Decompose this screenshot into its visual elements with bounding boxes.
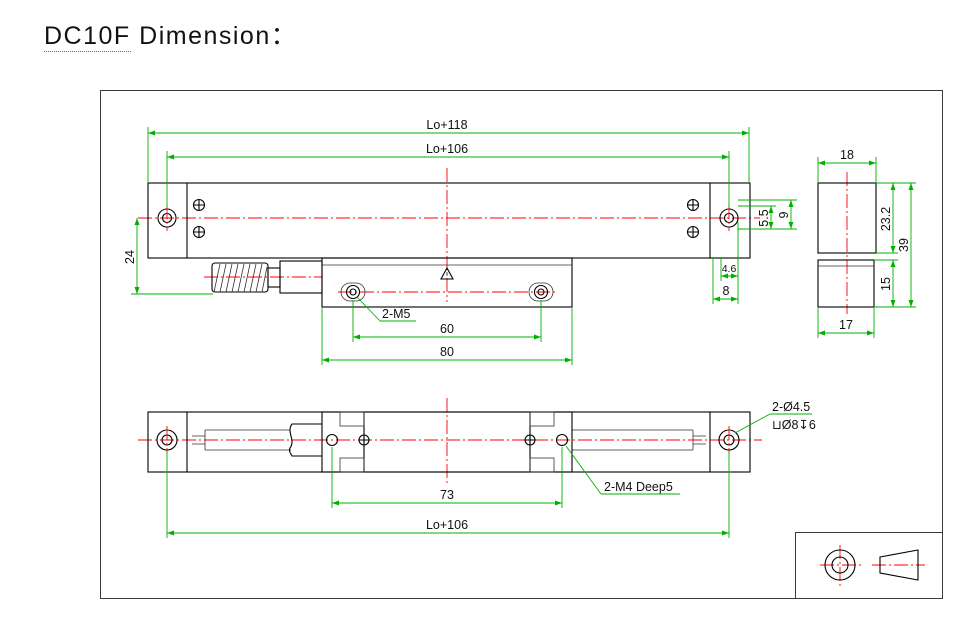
reading-head-notch bbox=[529, 457, 555, 473]
projection-inner-circle bbox=[831, 556, 849, 574]
projection-symbol-icon bbox=[820, 545, 925, 586]
dimension-text: 60 bbox=[440, 322, 454, 336]
leader-text: 2-M4 Deep5 bbox=[604, 480, 673, 494]
leader-head-thread: 2-M5 bbox=[356, 296, 416, 322]
screw-cross bbox=[525, 435, 535, 445]
cable-sleeve bbox=[279, 260, 323, 294]
dimension-head-hole-pitch-bottom: 73 bbox=[331, 447, 563, 508]
dimension-head-width: 17 bbox=[817, 307, 875, 338]
warning-triangle-icon bbox=[440, 266, 454, 280]
screw bbox=[686, 225, 700, 239]
screw-cross bbox=[193, 199, 205, 211]
screw bbox=[192, 198, 206, 212]
dimension-text: Lo+106 bbox=[426, 142, 468, 156]
dimension-head-hole-pitch: 60 bbox=[352, 300, 542, 342]
dimension-screw-spacing: 5.5 9 bbox=[738, 199, 797, 230]
cable bbox=[204, 260, 323, 294]
bottom-view: 2-Ø4.5 ⊔Ø8↧6 2-M4 Deep5 73 Lo+106 bbox=[138, 398, 816, 538]
screw bbox=[686, 198, 700, 212]
dimension-text: 23.2 bbox=[879, 207, 893, 231]
dimension-text: 4.6 bbox=[722, 263, 737, 275]
cable-sleeve-break bbox=[288, 423, 322, 457]
leader-line bbox=[565, 445, 602, 495]
reading-head-hole bbox=[533, 284, 549, 300]
screw-cross bbox=[193, 226, 205, 238]
dimension-text: 15 bbox=[879, 277, 893, 291]
model-name: DC10F bbox=[44, 22, 131, 52]
leader-text: 2-Ø4.5 bbox=[772, 400, 810, 414]
dimension-text: 80 bbox=[440, 345, 454, 359]
leader-text: 2-M5 bbox=[382, 307, 411, 321]
dimension-scale-width: 18 bbox=[817, 148, 877, 183]
title-label: Dimension： bbox=[139, 22, 298, 50]
reading-head-bottom bbox=[321, 411, 573, 473]
dimension-text: 73 bbox=[440, 488, 454, 502]
m4-thread-hole bbox=[555, 433, 569, 447]
dimension-text: Lo+118 bbox=[426, 118, 467, 132]
dimension-text: 5.5 bbox=[757, 209, 771, 226]
leader-line bbox=[734, 413, 771, 434]
right-rail-lines bbox=[572, 429, 706, 451]
dimension-text: 39 bbox=[897, 238, 911, 252]
drawing-frame bbox=[100, 90, 943, 599]
projection-outer-circle bbox=[824, 549, 856, 581]
reading-head-bottom-outline bbox=[321, 411, 573, 473]
cable-spring-coils bbox=[213, 263, 268, 293]
leader-line bbox=[356, 296, 381, 322]
dimension-text: 9 bbox=[777, 211, 791, 218]
leader-hole-note: 2-Ø4.5 ⊔Ø8↧6 bbox=[734, 400, 816, 434]
reading-head-notch bbox=[529, 411, 555, 427]
dimension-head-offset: 24 bbox=[123, 218, 213, 295]
title-block bbox=[795, 532, 943, 598]
scale-bottom-outline bbox=[147, 411, 751, 473]
left-mounting-hole bbox=[157, 205, 177, 231]
screw bbox=[192, 225, 206, 239]
dimension-text: Lo+106 bbox=[426, 518, 468, 532]
scale-profile-outline bbox=[817, 182, 877, 254]
dimension-text: 24 bbox=[123, 250, 137, 264]
left-rail-lines bbox=[192, 429, 291, 451]
dimension-heights: 23.2 15 39 bbox=[874, 182, 916, 308]
dimension-mounting-hole-pitch: Lo+106 bbox=[166, 142, 730, 208]
reading-head-profile-outline bbox=[817, 259, 875, 308]
dimension-end-offset: 4.6 8 bbox=[712, 222, 739, 304]
front-view: Lo+118 Lo+106 24 5.5 9 bbox=[123, 118, 797, 365]
screw-cross bbox=[687, 199, 699, 211]
reading-head-notch bbox=[339, 411, 365, 427]
reading-head-notch bbox=[339, 457, 365, 473]
left-counterbore-hole bbox=[156, 426, 178, 454]
right-mounting-hole bbox=[719, 205, 739, 231]
title-block-border bbox=[795, 532, 943, 598]
cable-connector bbox=[267, 267, 281, 288]
side-view: 18 17 23.2 15 39 bbox=[817, 148, 916, 338]
reading-head-hole bbox=[345, 284, 361, 300]
cable-spring-outline bbox=[211, 262, 269, 293]
scale-body-outline bbox=[147, 182, 751, 259]
reading-head-hole-inner bbox=[349, 288, 357, 296]
right-counterbore-hole bbox=[718, 426, 740, 454]
reading-head-hole-inner bbox=[537, 288, 545, 296]
m4-thread-hole bbox=[325, 433, 339, 447]
leader-head-thread-bottom: 2-M4 Deep5 bbox=[565, 445, 680, 495]
dimension-head-length: 80 bbox=[321, 307, 573, 365]
dimension-overall-length: Lo+118 bbox=[147, 118, 750, 183]
screw-cross bbox=[359, 435, 369, 445]
projection-cone bbox=[879, 549, 919, 581]
dimension-text: 17 bbox=[839, 318, 853, 332]
reading-head bbox=[321, 257, 573, 308]
dimension-text: 8 bbox=[723, 284, 730, 298]
dimension-text: 18 bbox=[840, 148, 854, 162]
page-title: DC10F Dimension： bbox=[44, 16, 297, 52]
screw-cross bbox=[687, 226, 699, 238]
leader-text: ⊔Ø8↧6 bbox=[772, 418, 816, 432]
dimension-mounting-hole-pitch-bottom: Lo+106 bbox=[166, 452, 730, 538]
